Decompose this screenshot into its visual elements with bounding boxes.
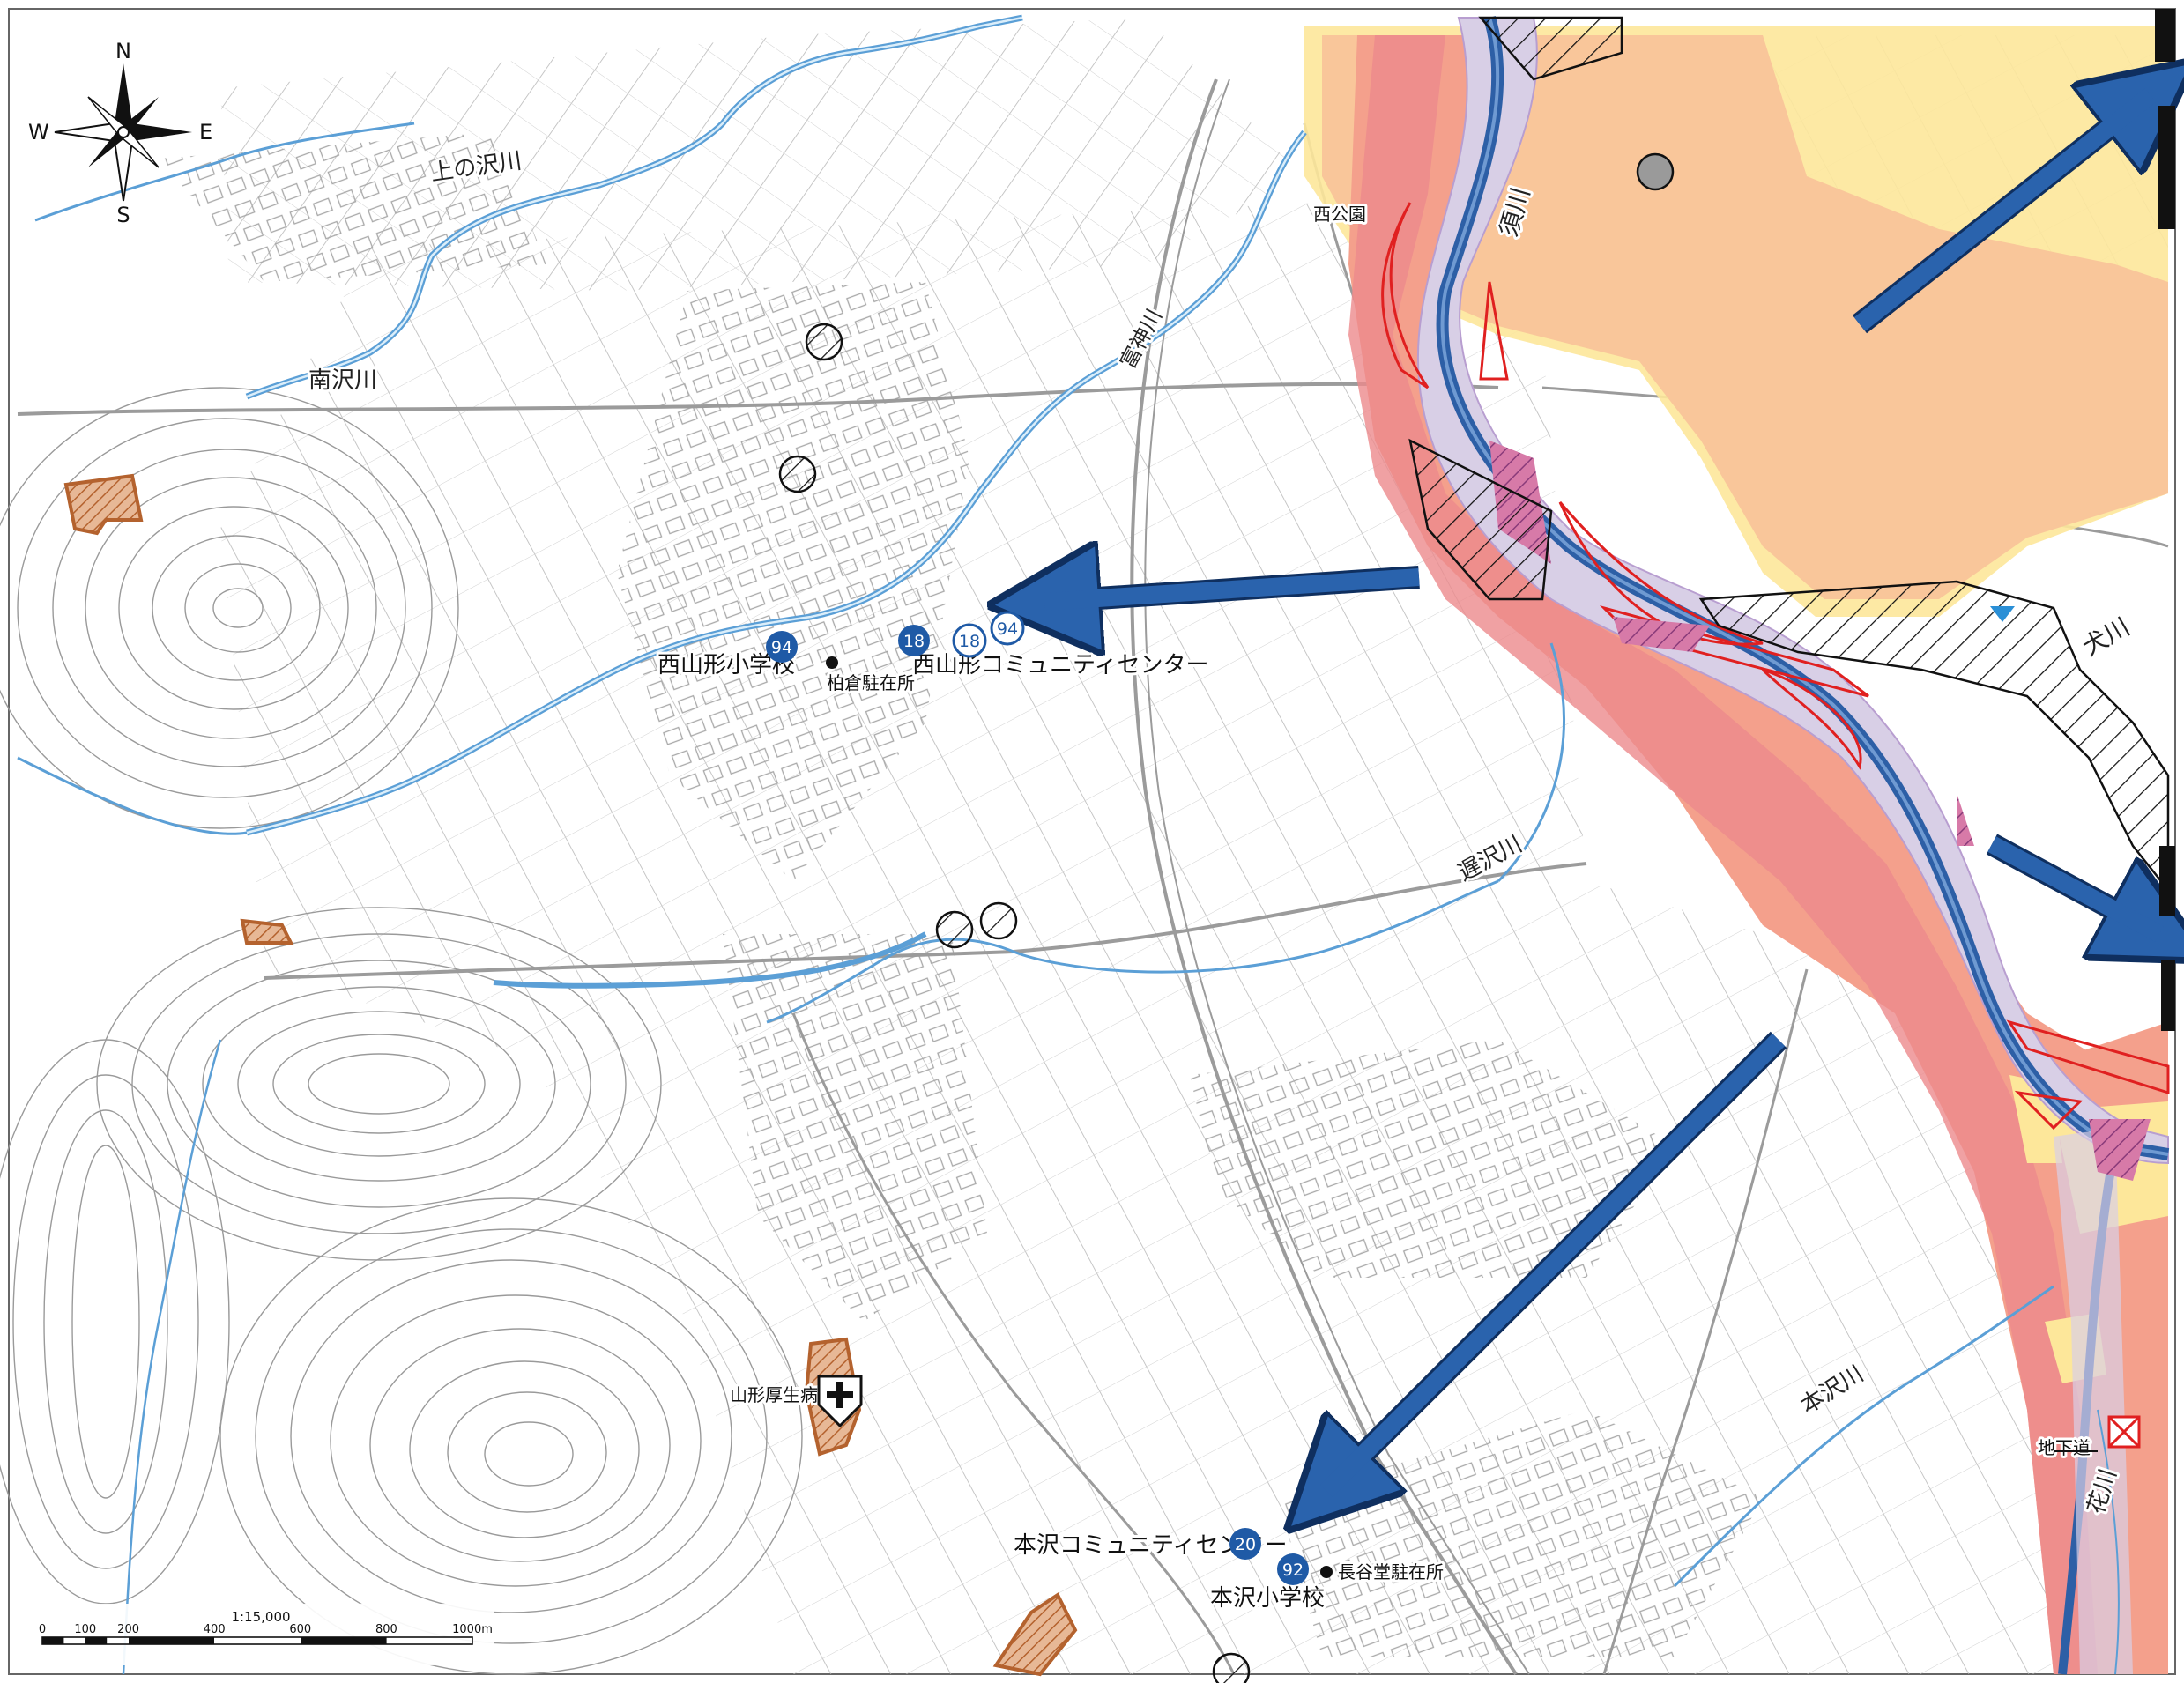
label-underpass: 地下道 [2038, 1437, 2091, 1458]
triangle-marker [1990, 606, 2015, 622]
compass-s: S [116, 203, 130, 227]
settlement-areas [159, 132, 1763, 1657]
scale-tick-200: 200 [117, 1623, 139, 1636]
marker-92: 92 [1277, 1553, 1309, 1585]
hospital-icon [817, 1375, 863, 1428]
streams [17, 14, 2120, 1675]
compass-rose: N S E W [28, 39, 212, 227]
hazard-circles [778, 152, 1675, 1683]
svg-text:18: 18 [903, 632, 925, 651]
compass-n: N [115, 39, 131, 63]
hatched-zones [1408, 16, 2170, 893]
label-motosawa-school: 本沢小学校 [1210, 1585, 1325, 1612]
evacuation-arrows [1044, 95, 2159, 1491]
river-label-minamisawa: 南沢川 [308, 367, 377, 394]
contour-hills [0, 387, 803, 1675]
police-dot-haseda [1320, 1566, 1333, 1578]
label-kashiwagura-police: 柏倉駐在所 [827, 672, 915, 693]
marker-18-outline: 18 [952, 623, 987, 658]
marker-94: 94 [766, 631, 798, 663]
label-nishiyamagata-center: 西山形コミュニティセンター [912, 652, 1208, 678]
scale-tick-600: 600 [289, 1623, 311, 1636]
label-nishiyamagata-school: 西山形小学校 [657, 652, 795, 678]
marker-20: 20 [1229, 1528, 1261, 1560]
svg-text:94: 94 [771, 638, 792, 657]
scale-ratio: 1:15,000 [231, 1609, 290, 1625]
svg-text:94: 94 [997, 619, 1018, 639]
compass-w: W [28, 120, 49, 145]
svg-text:92: 92 [1282, 1561, 1304, 1580]
svg-text:20: 20 [1235, 1535, 1256, 1554]
svg-text:18: 18 [959, 632, 980, 651]
scale-tick-400: 400 [204, 1623, 226, 1636]
scale-tick-1000: 1000m [452, 1623, 493, 1636]
edge-marks [2155, 9, 2175, 1031]
scale-tick-0: 0 [39, 1623, 46, 1636]
scale-tick-800: 800 [375, 1623, 397, 1636]
underpass-icon [2054, 1415, 2141, 1452]
scale-bar: 1:15,000 0 100 200 400 600 800 1000m [18, 1604, 494, 1665]
route-markers: 94 18 18 94 20 92 [766, 611, 1309, 1585]
marker-18: 18 [898, 625, 930, 656]
place-labels: 西公園 西山形小学校 柏倉駐在所 西山形コミュニティセンター 山形厚生病院 本沢… [655, 201, 2093, 1614]
label-nishikoen: 西公園 [1313, 204, 1366, 225]
label-haseda-police: 長谷堂駐在所 [1338, 1561, 1444, 1583]
scale-tick-100: 100 [74, 1623, 96, 1636]
compass-e: E [199, 120, 212, 145]
marker-94-outline: 94 [990, 611, 1025, 646]
police-dot-kashiwagura [826, 656, 838, 669]
